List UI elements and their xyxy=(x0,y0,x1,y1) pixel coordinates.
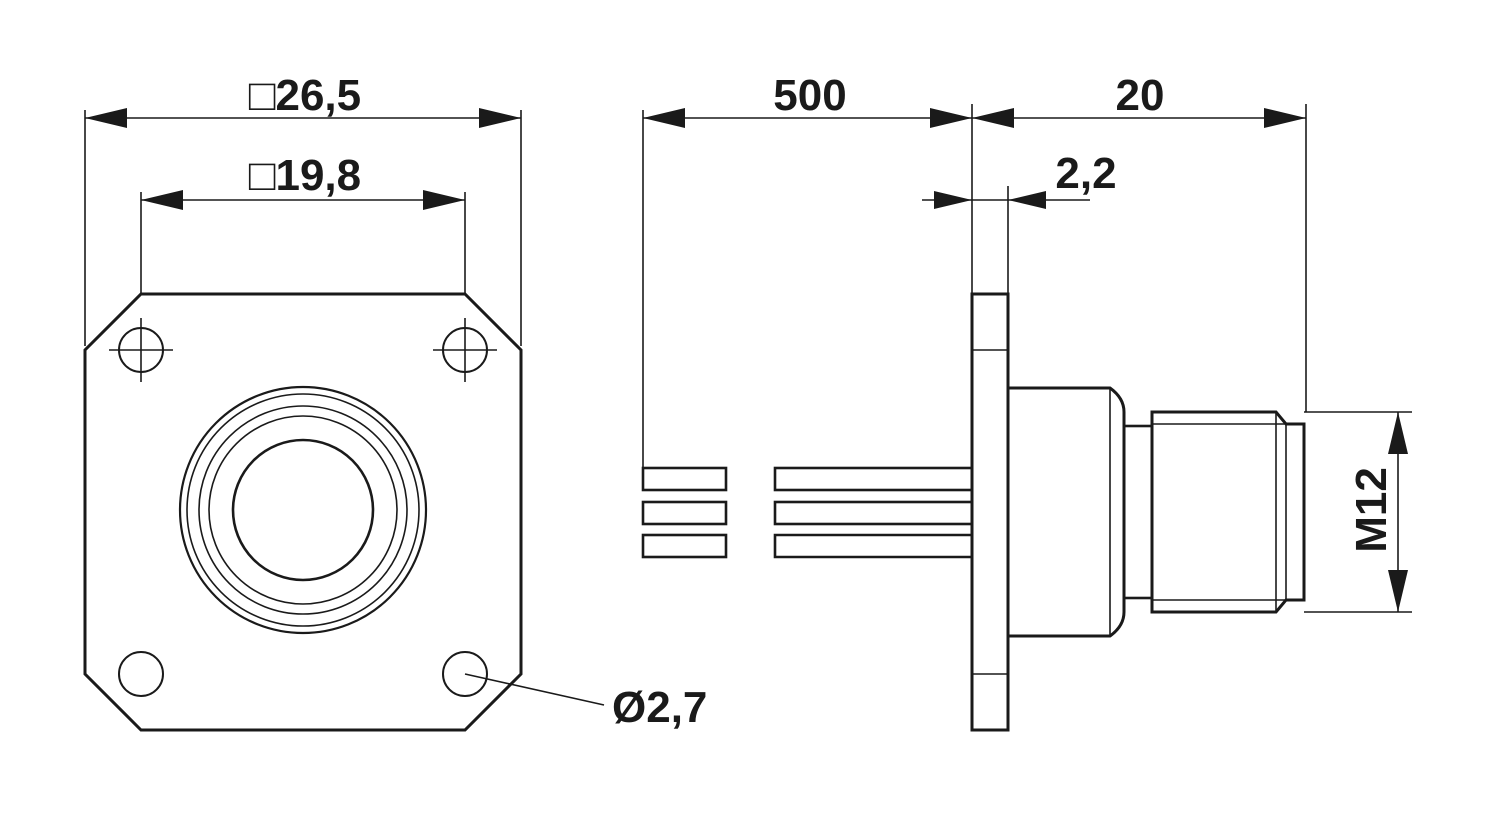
dim-wire-length xyxy=(642,104,973,490)
dim-inner-square xyxy=(140,190,466,294)
overall-length-label: 20 xyxy=(1116,71,1165,120)
dim-thread xyxy=(1304,411,1412,613)
side-view: 500 20 2,2 M12 xyxy=(641,71,1412,732)
wires-right xyxy=(773,466,974,559)
dim-outer-square xyxy=(84,108,522,346)
housing-neck xyxy=(1122,424,1154,600)
flange-outline xyxy=(83,292,523,732)
dim-overall-length xyxy=(972,104,1307,412)
mounting-hole-bottom-left xyxy=(118,651,164,697)
flange-side xyxy=(970,292,1010,732)
mounting-hole-bottom-right xyxy=(442,651,488,697)
wire-stubs-left xyxy=(641,466,728,559)
hole-leader-line xyxy=(464,673,605,706)
inner-square-label: □19,8 xyxy=(249,151,361,200)
connector-rings xyxy=(178,385,428,635)
flange-thickness-label: 2,2 xyxy=(1055,149,1116,198)
thread-section xyxy=(1150,410,1306,614)
mounting-hole-top-right xyxy=(433,318,497,382)
front-view: □26,5 □19,8 Ø2,7 xyxy=(83,71,707,732)
housing-body xyxy=(1008,386,1126,638)
outer-square-label: □26,5 xyxy=(249,71,361,120)
dim-flange-thickness xyxy=(922,186,1090,294)
wire-length-label: 500 xyxy=(773,71,846,120)
mounting-hole-top-left xyxy=(109,318,173,382)
hole-diameter-label: Ø2,7 xyxy=(612,683,707,732)
thread-label: M12 xyxy=(1347,467,1396,553)
